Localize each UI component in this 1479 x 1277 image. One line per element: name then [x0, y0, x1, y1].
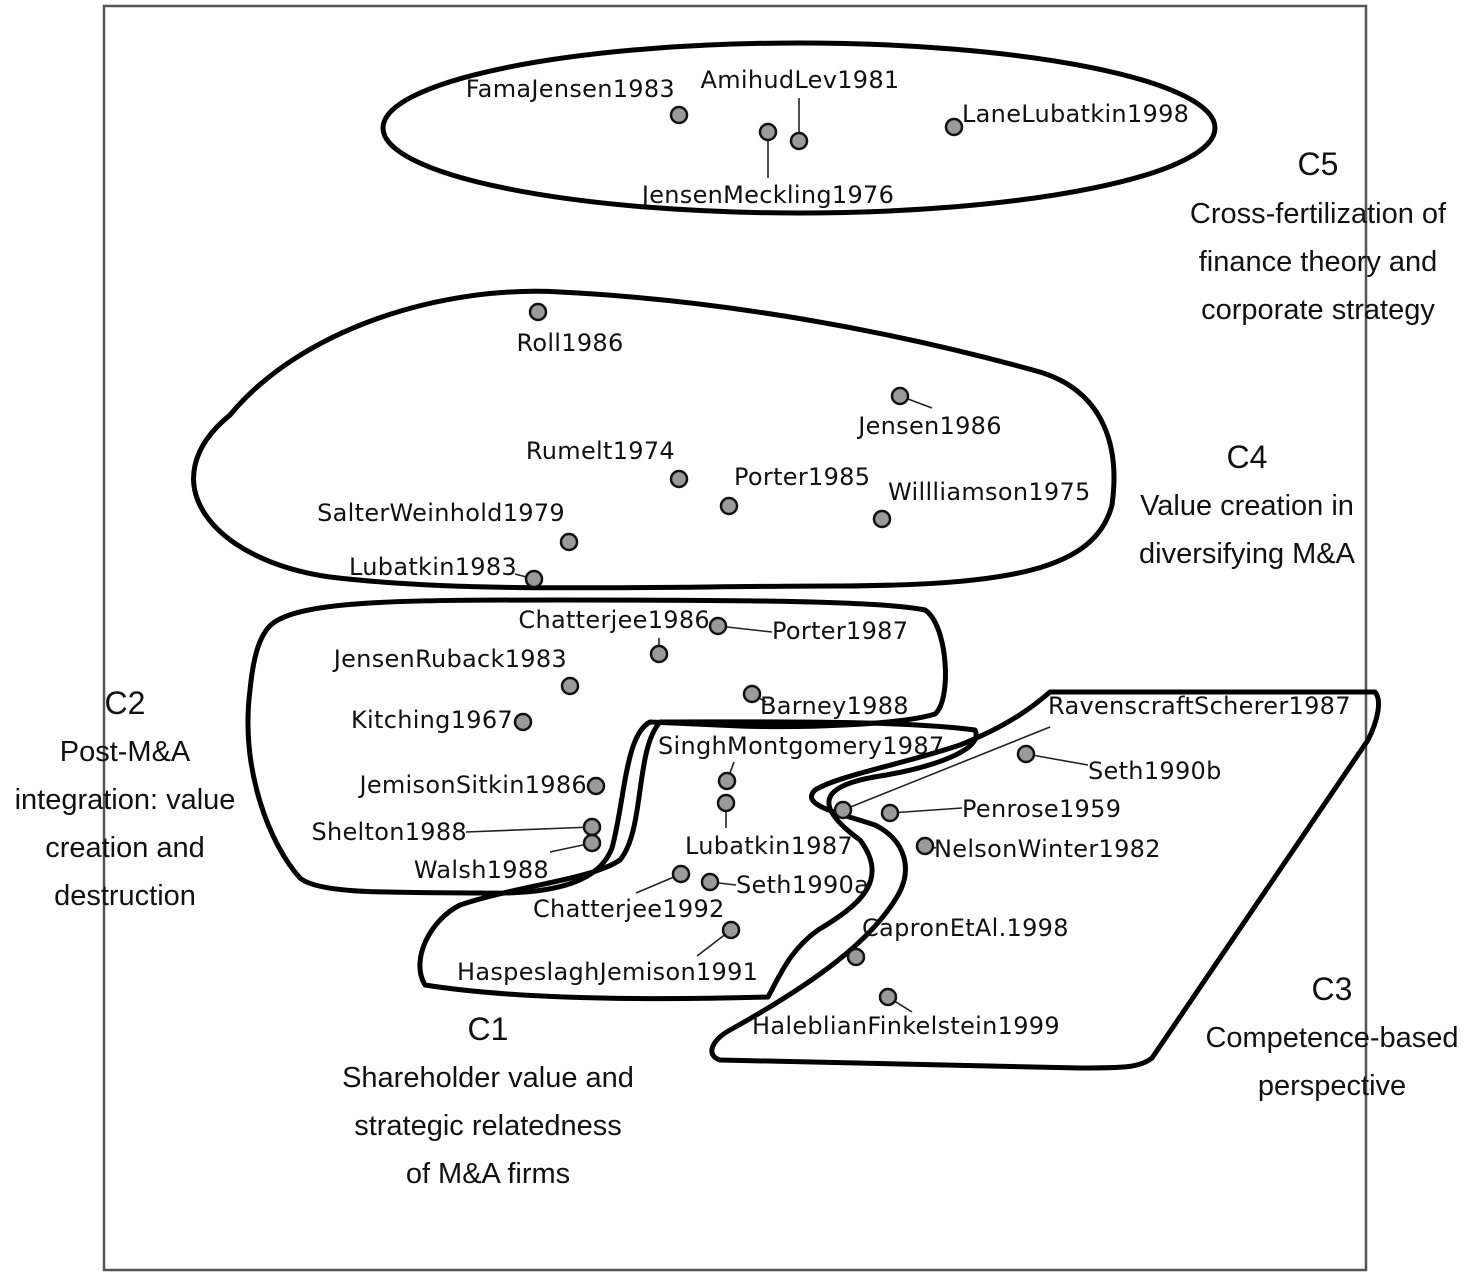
- point-label-kitching1967: Kitching1967: [351, 706, 513, 734]
- point-lanelubatkin1998: [944, 117, 964, 137]
- point-label-ravenscraftscherer1987: RavenscraftScherer1987: [1048, 692, 1351, 720]
- cluster-description-line-c1: Shareholder value and: [342, 1062, 634, 1094]
- cluster-description-line-c2: integration: value: [15, 784, 236, 816]
- cluster-c3-outline: [709, 689, 1381, 1071]
- leader-shelton1988: [465, 826, 593, 833]
- cluster-description-line-c2: creation and: [45, 832, 205, 864]
- cluster-id-c1: C1: [468, 1011, 509, 1047]
- point-jensenruback1983: [560, 676, 580, 696]
- point-label-seth1990a: Seth1990a: [736, 871, 869, 899]
- cluster-id-c3: C3: [1312, 971, 1353, 1007]
- point-roll1986: [528, 302, 548, 322]
- point-nelsonwinter1982: [915, 836, 935, 856]
- point-lubatkin1983: [524, 569, 544, 589]
- cluster-description-line-c5: finance theory and: [1199, 246, 1438, 278]
- point-jemisonsitkin1986: [586, 776, 606, 796]
- point-kitching1967: [513, 712, 533, 732]
- cluster-description-line-c1: of M&A firms: [406, 1158, 570, 1190]
- point-label-jensenmeckling1976: JensenMeckling1976: [640, 181, 894, 209]
- point-label-chatterjee1992: Chatterjee1992: [533, 895, 725, 923]
- point-barney1988: [742, 684, 762, 704]
- leader-seth1990b: [1025, 753, 1089, 766]
- point-penrose1959: [880, 803, 900, 823]
- cluster-id-c5: C5: [1298, 146, 1339, 182]
- point-label-roll1986: Roll1986: [516, 329, 623, 357]
- points-layer: [513, 105, 1036, 1007]
- point-amihudlev1981: [789, 131, 809, 151]
- point-label-jemisonsitkin1986: JemisonSitkin1986: [357, 771, 587, 799]
- point-famajensen1983: [669, 105, 689, 125]
- point-haspeslaghjemison1991: [721, 920, 741, 940]
- point-label-nelsonwinter1982: NelsonWinter1982: [934, 835, 1161, 863]
- point-label-jensen1986: Jensen1986: [856, 412, 1002, 440]
- point-label-porter1985: Porter1985: [734, 463, 870, 491]
- point-label-singhmontgomery1987: SinghMontgomery1987: [658, 732, 944, 760]
- point-label-walsh1988: Walsh1988: [414, 856, 549, 884]
- point-label-shelton1988: Shelton1988: [311, 818, 467, 846]
- cluster-description-line-c3: Competence-based: [1205, 1022, 1458, 1054]
- leader-ravenscraftscherer1987: [842, 726, 1051, 811]
- cluster-id-c4: C4: [1227, 439, 1268, 475]
- plot-frame: [102, 4, 1368, 1272]
- point-jensen1986: [890, 386, 910, 406]
- point-label-seth1990b: Seth1990b: [1088, 757, 1222, 785]
- point-label-willliamson1975: Willliamson1975: [888, 478, 1091, 506]
- point-label-lanelubatkin1998: LaneLubatkin1998: [962, 100, 1189, 128]
- point-label-haleblianfinkelstein1999: HaleblianFinkelstein1999: [752, 1012, 1060, 1040]
- point-label-lubatkin1983: Lubatkin1983: [349, 553, 517, 581]
- point-label-penrose1959: Penrose1959: [962, 795, 1121, 823]
- point-label-capronetal1998: CapronEtAl.1998: [862, 914, 1069, 942]
- point-labels-layer: FamaJensen1983 AmihudLev1981LaneLubatkin1…: [311, 66, 1350, 1040]
- cluster-id-c2: C2: [105, 685, 146, 721]
- point-label-lubatkin1987: Lubatkin1987: [685, 832, 853, 860]
- cluster-description-line-c4: diversifying M&A: [1139, 538, 1356, 570]
- point-label-haspeslaghjemison1991: HaspeslaghJemison1991: [457, 958, 758, 986]
- point-label-porter1987: Porter1987: [772, 617, 908, 645]
- point-chatterjee1986: [649, 644, 669, 664]
- point-chatterjee1992: [671, 864, 691, 884]
- point-seth1990b: [1016, 744, 1036, 764]
- point-capronetal1998: [846, 947, 866, 967]
- cluster-description-line-c3: perspective: [1258, 1070, 1406, 1102]
- point-walsh1988: [582, 833, 602, 853]
- point-label-amihudlev1981: AmihudLev1981: [700, 66, 899, 94]
- point-label-famajensen1983: FamaJensen1983: [466, 75, 675, 103]
- point-seth1990a: [700, 872, 720, 892]
- cluster-description-line-c1: strategic relatedness: [354, 1110, 622, 1142]
- point-jensenmeckling1976: [758, 122, 778, 142]
- leader-penrose1959: [889, 807, 963, 814]
- cluster-description-line-c4: Value creation in: [1140, 490, 1354, 522]
- point-rumelt1974: [669, 469, 689, 489]
- point-porter1985: [719, 496, 739, 516]
- point-haleblianfinkelstein1999: [878, 987, 898, 1007]
- point-label-barney1988: Barney1988: [760, 692, 909, 720]
- point-label-chatterjee1986: Chatterjee1986: [518, 606, 710, 634]
- point-lubatkin1987: [716, 793, 736, 813]
- point-shelton1988: [582, 817, 602, 837]
- point-salterweinhold1979: [559, 532, 579, 552]
- cluster-c5-outline: [380, 40, 1218, 216]
- point-ravenscraftscherer1987: [833, 800, 853, 820]
- point-label-salterweinhold1979: SalterWeinhold1979: [317, 499, 565, 527]
- point-label-rumelt1974: Rumelt1974: [526, 437, 675, 465]
- cluster-description-line-c2: destruction: [54, 880, 196, 912]
- cluster-description-line-c5: Cross-fertilization of: [1190, 198, 1447, 230]
- point-willliamson1975: [872, 509, 892, 529]
- cluster-description-line-c5: corporate strategy: [1201, 294, 1435, 326]
- cluster-description-line-c2: Post-M&A: [60, 736, 191, 768]
- point-label-jensenruback1983: JensenRuback1983: [332, 645, 567, 673]
- point-singhmontgomery1987: [717, 771, 737, 791]
- point-porter1987: [708, 616, 728, 636]
- cluster-c4-outline: [191, 288, 1117, 591]
